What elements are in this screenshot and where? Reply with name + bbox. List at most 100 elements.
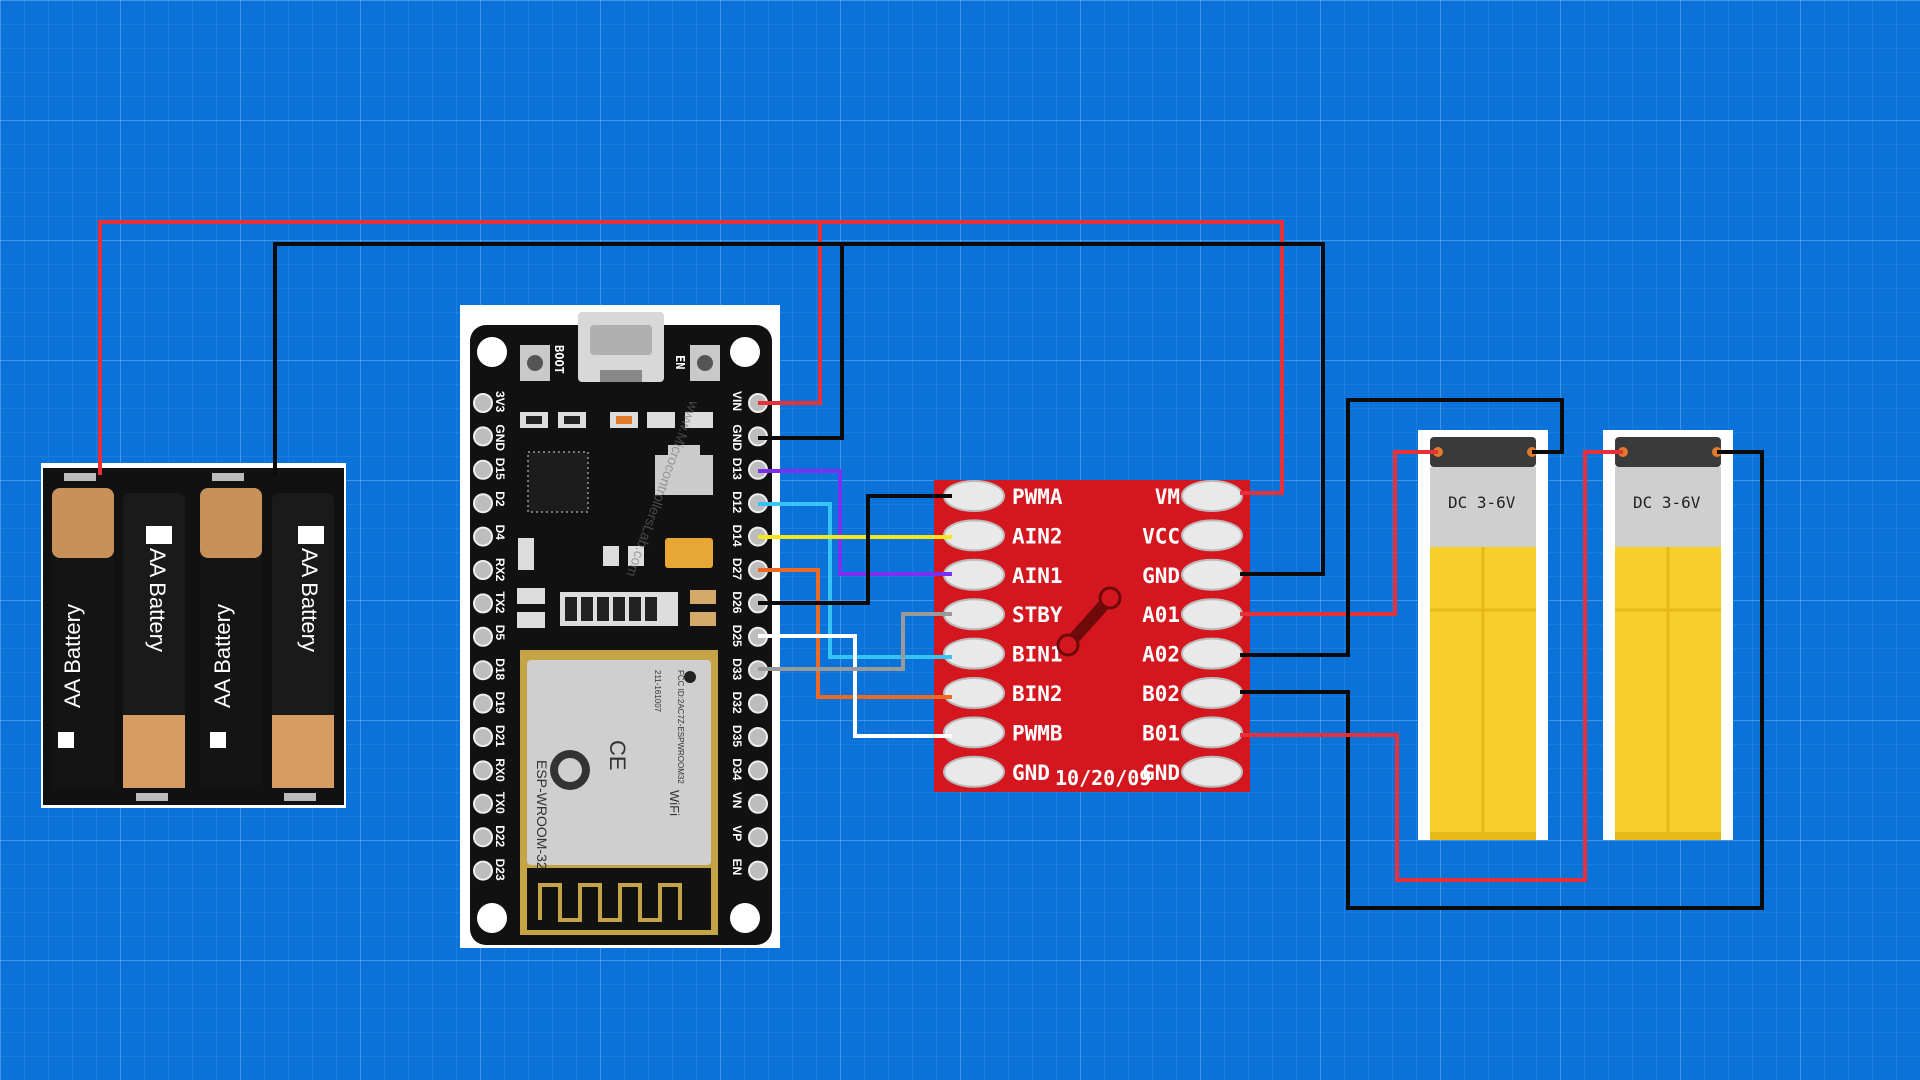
esp32-pin-label: EN — [730, 859, 744, 876]
driver-pad-b01 — [1181, 716, 1243, 749]
en-label: EN — [673, 355, 687, 369]
esp32-board: BOOT EN ESP-WRO — [460, 305, 780, 948]
driver-pad-ain2 — [943, 519, 1005, 552]
wire-d13-ain1 — [758, 469, 952, 576]
driver-pad-stby — [943, 598, 1005, 631]
driver-pad-gnd — [943, 755, 1005, 788]
esp32-pin-d5 — [473, 626, 493, 647]
driver-pad-pwmb — [943, 716, 1005, 749]
ce-mark: CE — [605, 740, 630, 771]
driver-pad-vcc — [1181, 519, 1243, 552]
esp32-pin-d23 — [473, 860, 493, 881]
driver-pin-label: VCC — [1142, 524, 1180, 548]
esp32-pin-label: D27 — [730, 558, 744, 580]
motor-1: DC 3-6V — [1418, 430, 1548, 840]
driver-pad-bin2 — [943, 677, 1005, 709]
driver-pin-label: GND — [1012, 761, 1050, 785]
esp32-pin-d2 — [473, 493, 493, 514]
fcc-id: FCC ID:2AC7Z-ESPWROOM32 — [676, 670, 685, 784]
driver-pad-pwma — [943, 480, 1005, 512]
esp32-pin-label: D5 — [493, 625, 507, 641]
esp32-pin-label: RX0 — [493, 758, 507, 782]
driver-pin-label: A02 — [1142, 643, 1180, 667]
esp32-pin-label: D15 — [493, 458, 507, 480]
driver-pin-label: BIN1 — [1012, 643, 1063, 667]
motor-voltage-label: DC 3-6V — [1633, 493, 1701, 512]
esp32-pin-label: D23 — [493, 859, 507, 881]
wire-b01 — [1240, 450, 1623, 882]
esp32-pin-label: D26 — [730, 591, 744, 613]
esp32-pin-3v3 — [473, 393, 493, 413]
driver-pad-bin1 — [943, 637, 1005, 670]
battery-cell — [123, 493, 185, 788]
esp32-pin-d18 — [473, 660, 493, 681]
wire-b02 — [1240, 450, 1764, 910]
wire-d26-pwma — [758, 494, 952, 605]
driver-pad-a01 — [1181, 598, 1243, 631]
esp32-pin-vn — [748, 793, 768, 814]
cert-number: 211-161007 — [653, 670, 662, 713]
esp32-pin-label: D18 — [493, 658, 507, 680]
esp-wroom-module: ESP-WROOM-32 FCC ID:2AC7Z-ESPWROOM32 211… — [520, 650, 718, 935]
esp32-pin-tx0 — [473, 793, 493, 814]
esp32-pin-rx0 — [473, 760, 493, 781]
esp32-pin-vp — [748, 827, 768, 848]
esp32-pin-gnd — [473, 426, 493, 447]
boot-label: BOOT — [552, 345, 566, 374]
esp32-pin-d21 — [473, 727, 493, 747]
driver-pin-label: PWMA — [1012, 485, 1063, 509]
esp32-pin-label: D4 — [493, 525, 507, 541]
esp32-pin-label: GND — [493, 424, 507, 451]
wire-d25-pwmb — [758, 634, 952, 738]
driver-pin-label: B01 — [1142, 721, 1180, 745]
battery-cell — [52, 488, 114, 788]
driver-pin-label: VM — [1155, 485, 1180, 509]
wires — [98, 220, 1764, 910]
wire-battery-negative — [273, 242, 1325, 576]
esp32-pin-label: D21 — [493, 725, 507, 747]
esp32-pin-label: GND — [730, 424, 744, 451]
wire-d33-stby — [758, 612, 952, 671]
esp32-pin-tx2 — [473, 593, 493, 614]
esp32-pin-label: TX2 — [493, 591, 507, 613]
wire-esp-gnd — [758, 244, 844, 440]
esp32-pin-d19 — [473, 693, 493, 714]
driver-pin-label: STBY — [1012, 603, 1063, 627]
esp32-pin-label: D19 — [493, 692, 507, 714]
driver-pad-gnd — [1181, 558, 1243, 591]
driver-pad-b02 — [1181, 677, 1243, 709]
esp32-pin-d34 — [748, 760, 768, 781]
driver-pad-gnd — [1181, 755, 1243, 788]
wire-d27-bin2 — [758, 568, 952, 699]
esp32-pin-label: D33 — [730, 658, 744, 680]
esp32-pin-label: VP — [730, 825, 744, 841]
esp32-pin-d4 — [473, 526, 493, 547]
esp32-pin-d32 — [748, 693, 768, 714]
wifi-label: WiFi — [667, 790, 682, 816]
battery-label: AA Battery — [210, 604, 235, 708]
esp32-pin-label: D34 — [730, 758, 744, 780]
esp32-pin-label: 3V3 — [493, 391, 507, 413]
wire-a01 — [1240, 450, 1438, 616]
esp32-pin-label: RX2 — [493, 558, 507, 582]
esp32-pin-label: D14 — [730, 525, 744, 547]
driver-pin-label: GND — [1142, 761, 1180, 785]
esp32-pin-label: D25 — [730, 625, 744, 647]
esp32-pin-d22 — [473, 827, 493, 848]
esp32-pin-label: D32 — [730, 692, 744, 714]
driver-pin-label: AIN1 — [1012, 564, 1063, 588]
esp32-pin-label: VIN — [730, 391, 744, 411]
driver-pad-a02 — [1181, 637, 1243, 670]
esp32-pin-label: D12 — [730, 491, 744, 513]
driver-pin-label: B02 — [1142, 682, 1180, 706]
battery-label: AA Battery — [297, 548, 322, 652]
driver-pin-label: GND — [1142, 564, 1180, 588]
esp32-pin-label: VN — [730, 792, 744, 809]
esp32-pin-label: TX0 — [493, 792, 507, 814]
battery-cell — [272, 493, 334, 788]
esp32-pin-d35 — [748, 727, 768, 747]
esp32-pin-label: D13 — [730, 458, 744, 480]
driver-pin-label: AIN2 — [1012, 524, 1063, 548]
esp32-pin-rx2 — [473, 560, 493, 580]
wire-d12-bin1 — [758, 502, 952, 659]
